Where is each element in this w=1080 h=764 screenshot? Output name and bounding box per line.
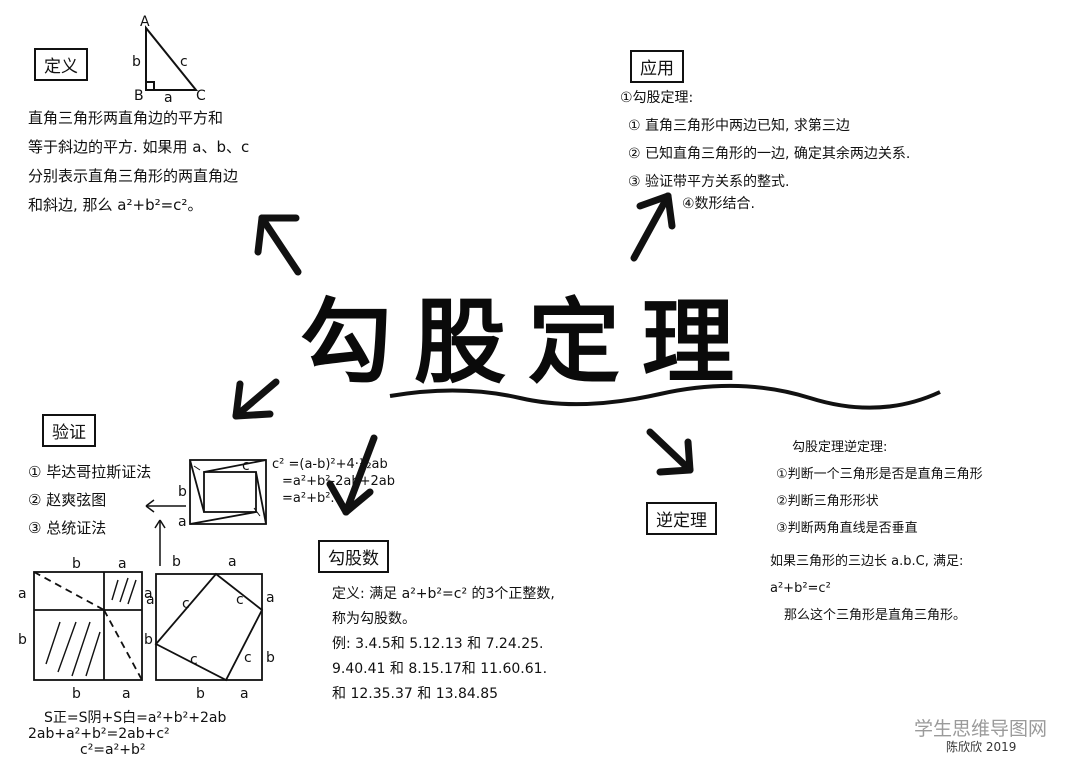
label-a-top: a <box>118 556 127 572</box>
label-b-bottom2: b <box>196 686 205 702</box>
definition-label: 定义 <box>34 48 88 81</box>
label-c-zs: c <box>242 458 250 474</box>
label-a-left: a <box>18 586 27 602</box>
definition-line: 直角三角形两直角边的平方和 <box>28 109 224 127</box>
application-label: 应用 <box>630 50 684 83</box>
vertex-B: B <box>134 88 144 104</box>
side-c: c <box>180 54 188 70</box>
triangle-vertex-labels: A b c B a C <box>132 14 206 106</box>
pyth-line: 定义: 满足 a²+b²=c² 的3个正整数, <box>332 586 555 602</box>
verification-item: ② 赵爽弦图 <box>28 491 107 509</box>
tilted-square-diagram <box>154 572 264 682</box>
definition-line: 和斜边, 那么 a²+b²=c²。 <box>28 196 203 214</box>
converse-item: ③判断两角直线是否垂直 <box>776 521 918 536</box>
central-title: 勾股定理 <box>300 288 757 396</box>
label-c-1: c <box>182 596 190 612</box>
label-a-left2: a <box>146 592 155 608</box>
label-b-right2: b <box>266 650 275 666</box>
label-a-zs: a <box>178 514 187 530</box>
pyth-line: 和 12.35.37 和 13.84.85 <box>332 686 499 702</box>
vertex-A: A <box>140 14 150 30</box>
application-item: ④数形结合. <box>682 196 756 212</box>
pyth-line: 9.40.41 和 8.15.17和 11.60.61. <box>332 661 548 677</box>
application-item: ③ 验证带平方关系的整式. <box>628 174 790 190</box>
application-item: ② 已知直角三角形的一边, 确定其余两边关系. <box>628 146 911 162</box>
formula-line: c² =(a-b)²+4·½ab <box>272 457 388 472</box>
converse-heading: 勾股定理逆定理: <box>792 440 888 455</box>
application-text: ①勾股定理: ① 直角三角形中两边已知, 求第三边 ② 已知直角三角形的一边, … <box>620 84 910 218</box>
label-c-2: c <box>236 592 244 608</box>
label-a-bottom: a <box>122 686 131 702</box>
label-a-right2: a <box>266 590 275 606</box>
thin-arrow-president <box>154 519 166 566</box>
pythagoras-proof-diagram <box>33 571 143 681</box>
verification-label: 验证 <box>42 414 96 447</box>
converse-item: ②判断三角形形状 <box>776 494 879 509</box>
arrow-to-definition <box>254 214 302 276</box>
verification-item: ① 毕达哥拉斯证法 <box>28 463 152 481</box>
vertex-C: C <box>196 88 206 104</box>
pythagorean-numbers-text: 定义: 满足 a²+b²=c² 的3个正整数, 称为勾股数。 例: 3.4.5和… <box>332 582 555 707</box>
definition-text: 直角三角形两直角边的平方和 等于斜边的平方. 如果用 a、b、c 分别表示直角三… <box>28 104 249 220</box>
side-a: a <box>164 90 173 106</box>
label-c-3: c <box>190 652 198 668</box>
verification-item: ③ 总统证法 <box>28 519 107 537</box>
area-formula-line: c²=a²+b² <box>80 742 146 758</box>
side-b: b <box>132 54 141 70</box>
label-b-zs: b <box>178 484 187 500</box>
thin-arrow-zhaoshuang <box>145 499 186 513</box>
label-b-top2: b <box>172 554 181 570</box>
zhaoshuang-formula: c² =(a-b)²+4·½ab =a²+b²-2ab+2ab =a²+b². <box>272 456 395 507</box>
side-labels: b a a b a b b a b a c c c c a b a b a b … <box>18 458 275 702</box>
application-item: ① 直角三角形中两边已知, 求第三边 <box>628 118 850 134</box>
label-b-top: b <box>72 556 81 572</box>
label-a-top2: a <box>228 554 237 570</box>
pythagorean-numbers-label: 勾股数 <box>318 540 389 573</box>
label-c-4: c <box>244 650 252 666</box>
converse-statement-line: a²+b²=c² <box>770 581 831 596</box>
arrow-to-application <box>630 192 676 262</box>
title-underline <box>389 383 941 410</box>
zhaoshuang-diagram <box>189 459 267 525</box>
label-a-bottom2: a <box>240 686 249 702</box>
arrow-to-pythagorean-numbers <box>326 434 378 516</box>
definition-line: 等于斜边的平方. 如果用 a、b、c <box>28 138 250 156</box>
area-formula-line: S正=S阴+S白=a²+b²+2ab <box>44 710 227 726</box>
label-b-right: b <box>144 632 153 648</box>
pyth-line: 例: 3.4.5和 5.12.13 和 7.24.25. <box>332 636 544 652</box>
converse-statement-line: 那么这个三角形是直角三角形。 <box>784 608 967 623</box>
converse-statement-line: 如果三角形的三边长 a.b.C, 满足: <box>770 554 964 569</box>
verification-list: ① 毕达哥拉斯证法 ② 赵爽弦图 ③ 总统证法 <box>28 458 151 542</box>
watermark: 学生思维导图网 <box>914 718 1048 740</box>
label-b-left: b <box>18 632 27 648</box>
formula-line: =a²+b²-2ab+2ab <box>282 474 395 489</box>
label-a-right: a <box>144 586 153 602</box>
application-heading: ①勾股定理: <box>620 90 694 106</box>
definition-line: 分别表示直角三角形的两直角边 <box>28 167 239 185</box>
area-formula-line: 2ab+a²+b²=2ab+c² <box>28 726 170 742</box>
right-triangle-figure <box>145 25 199 91</box>
formula-line: =a²+b². <box>282 491 335 506</box>
converse-text: 勾股定理逆定理: ①判断一个三角形是否是直角三角形 ②判断三角形形状 ③判断两角… <box>776 434 983 542</box>
label-b-bottom: b <box>72 686 81 702</box>
area-formula: S正=S阴+S白=a²+b²+2ab 2ab+a²+b²=2ab+c² c²=a… <box>28 710 226 758</box>
converse-statement: 如果三角形的三边长 a.b.C, 满足: a²+b²=c² 那么这个三角形是直角… <box>770 548 966 629</box>
pyth-line: 称为勾股数。 <box>332 611 416 627</box>
converse-item: ①判断一个三角形是否是直角三角形 <box>776 467 983 482</box>
arrow-to-converse <box>646 428 694 476</box>
signature: 陈欣欣 2019 <box>946 740 1017 754</box>
converse-label: 逆定理 <box>646 502 717 535</box>
arrow-to-verification <box>232 378 280 420</box>
